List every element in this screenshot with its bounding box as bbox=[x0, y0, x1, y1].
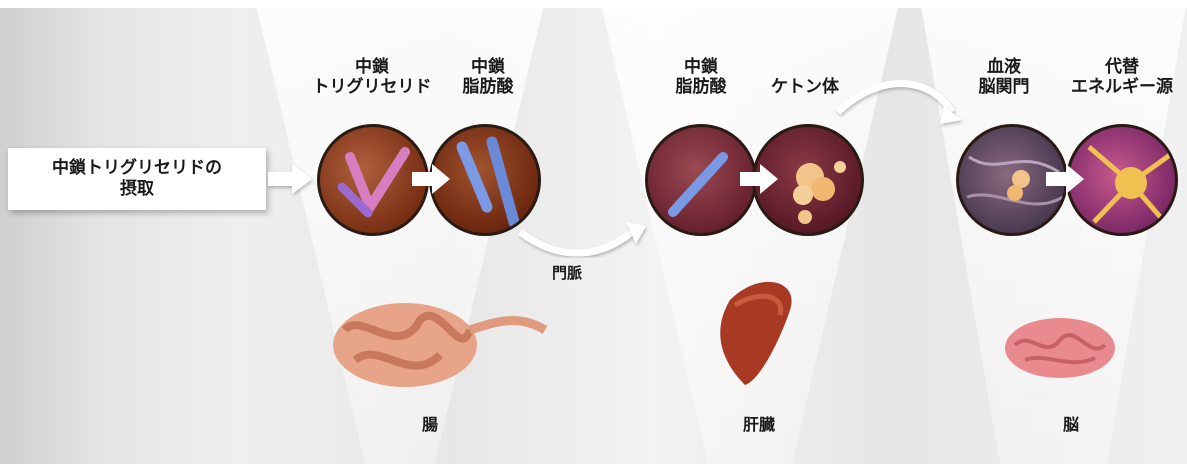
organ-label-liver: 肝臓 bbox=[719, 411, 799, 435]
liver-icon bbox=[720, 282, 791, 385]
organ-label-brain: 脳 bbox=[1031, 411, 1111, 435]
organ-label-intestine: 腸 bbox=[390, 411, 470, 435]
brain-icon bbox=[1005, 318, 1115, 378]
intestine-icon bbox=[333, 303, 545, 387]
